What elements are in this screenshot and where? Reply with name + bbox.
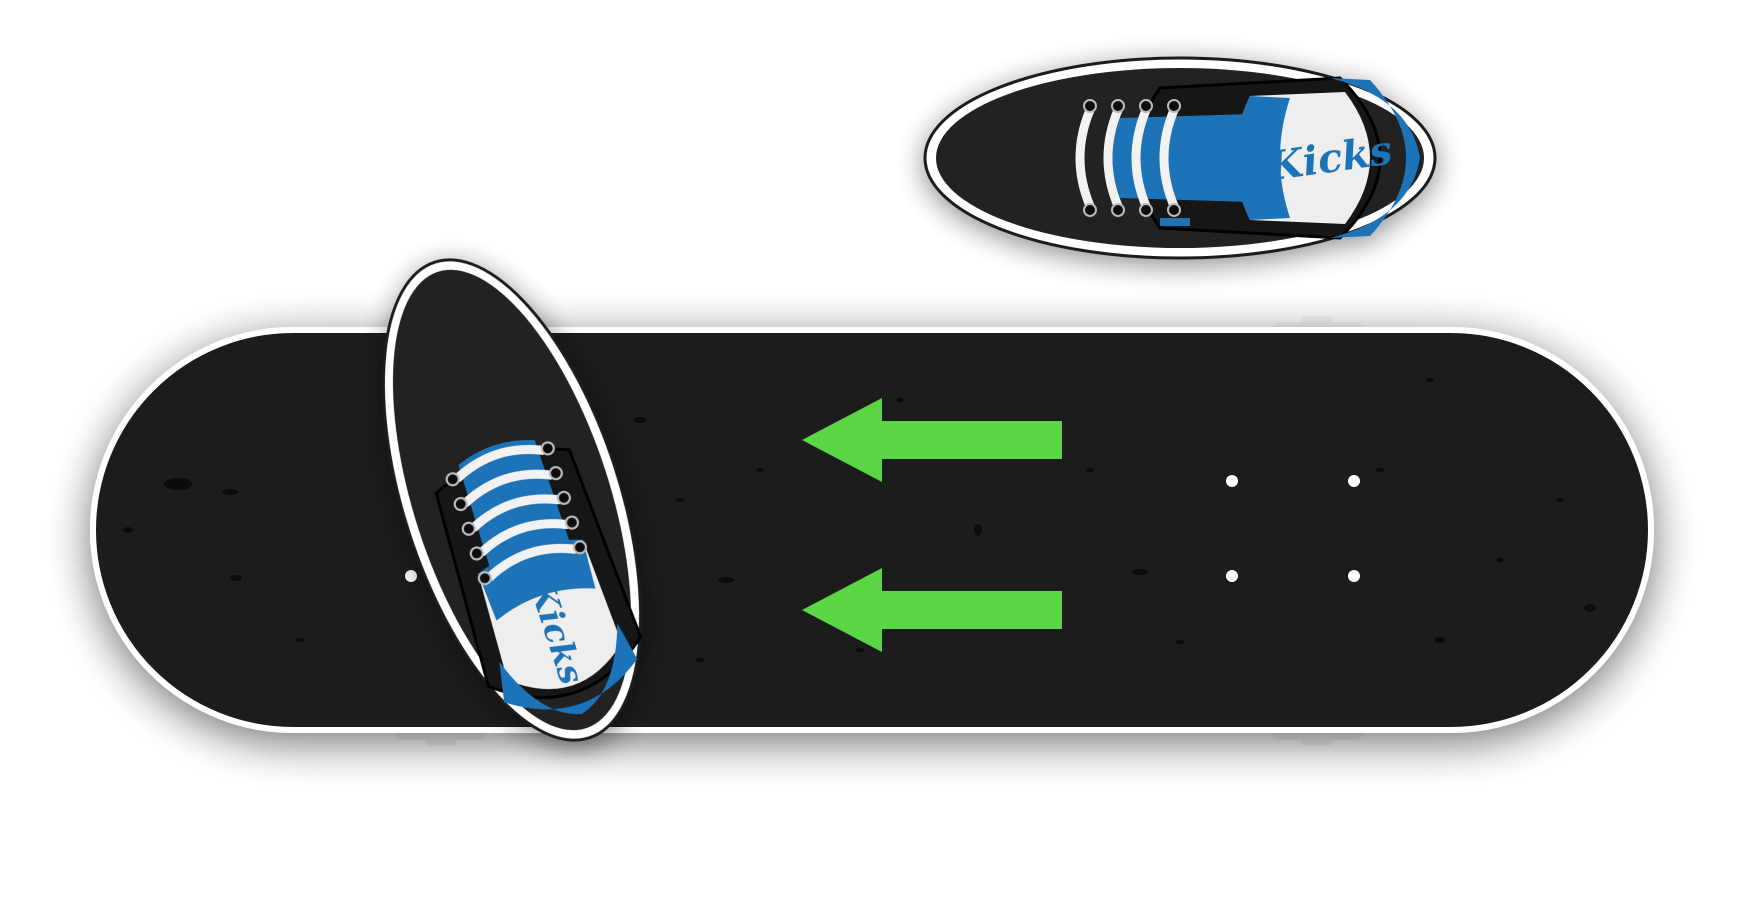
shoe-on-board[interactable]: Kicks bbox=[332, 229, 692, 771]
shoe-laces bbox=[1075, 105, 1179, 211]
shoe-off-board[interactable]: Kicks bbox=[923, 56, 1437, 260]
left-arrow-icon[interactable] bbox=[802, 398, 1062, 482]
truck-bolts-back bbox=[405, 570, 417, 582]
skateboard-deck[interactable] bbox=[90, 327, 1654, 733]
grip-tape-texture bbox=[123, 378, 1596, 662]
left-arrow-icon[interactable] bbox=[802, 568, 1062, 652]
skateboard[interactable] bbox=[90, 316, 1654, 746]
arrow-layer bbox=[802, 398, 1062, 652]
shoe-laces bbox=[453, 445, 579, 581]
truck-bolts-front bbox=[1226, 475, 1360, 582]
